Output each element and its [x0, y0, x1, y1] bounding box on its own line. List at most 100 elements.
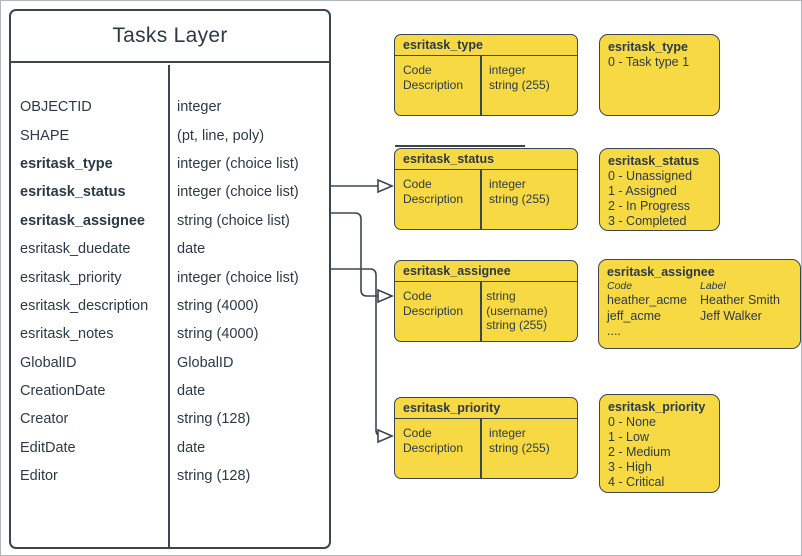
field-type: string (128) — [177, 468, 251, 485]
field-row-editor: Editor string (128) — [11, 462, 329, 490]
er-table-esritask-assignee: esritask_assignee Code Description strin… — [394, 260, 578, 342]
field-name: EditDate — [20, 439, 76, 456]
er-column-divider — [480, 56, 482, 115]
code-list-entry: heather_acme Heather Smith — [607, 293, 780, 307]
code-list-title: esritask_status — [608, 154, 700, 168]
field-row-objectid: OBJECTID integer — [11, 93, 329, 121]
er-key: Description — [403, 77, 464, 92]
field-row-esritask-description: esritask_description string (4000) — [11, 292, 329, 320]
field-name: GlobalID — [20, 354, 77, 371]
er-value: string (255) — [489, 440, 550, 455]
code-list-esritask-assignee: esritask_assignee Code Label heather_acm… — [598, 259, 801, 349]
code-list-line: 0 - Task type 1 — [608, 55, 690, 69]
code-list-line: 0 - Unassigned — [608, 169, 693, 183]
er-table-esritask-status: esritask_status Code Description integer… — [394, 148, 578, 230]
tasks-layer-title: Tasks Layer — [11, 11, 329, 63]
code-list-line: 2 - In Progress — [608, 199, 690, 213]
field-type: string (choice list) — [177, 212, 290, 229]
code-list-entry: jeff_acme Jeff Walker — [607, 308, 762, 323]
er-key: Code — [403, 289, 432, 303]
field-row-esritask-duedate: esritask_duedate date — [11, 235, 329, 263]
field-name: CreationDate — [20, 383, 106, 400]
er-column-divider — [480, 170, 482, 229]
code-column-header: Code — [607, 280, 633, 292]
field-type: integer — [177, 99, 222, 116]
er-key: Code — [403, 63, 432, 77]
field-row-esritask-priority: esritask_priority integer (choice list) — [11, 263, 329, 291]
field-name: esritask_priority — [20, 269, 122, 286]
field-type: GlobalID — [177, 354, 234, 371]
field-name: Editor — [20, 468, 58, 485]
er-value: string (255) — [489, 191, 550, 206]
code-list-esritask-type: esritask_type 0 - Task type 1 — [599, 34, 720, 116]
code-list-ellipsis: .... — [607, 324, 621, 338]
field-row-shape: SHAPE (pt, line, poly) — [11, 121, 329, 149]
field-row-esritask-status: esritask_status integer (choice list) — [11, 178, 329, 206]
field-name: esritask_notes — [20, 326, 114, 343]
connector-assignee — [331, 212, 379, 297]
open-arrowhead-assignee — [377, 288, 395, 304]
er-value: integer — [489, 177, 526, 191]
open-arrowhead-priority — [377, 428, 395, 444]
connector-priority — [331, 268, 383, 437]
field-name: esritask_status — [20, 184, 126, 201]
field-type: string (4000) — [177, 326, 259, 343]
code-list-esritask-status: esritask_status 0 - Unassigned 1 - Assig… — [599, 148, 720, 231]
tasks-layer-table: Tasks Layer OBJECTID integer SHAPE (pt, … — [9, 9, 331, 549]
field-type: integer (choice list) — [177, 269, 299, 286]
er-table-title: esritask_type — [395, 35, 577, 56]
field-name: esritask_description — [20, 297, 149, 314]
code-list-line: 4 - Critical — [608, 475, 665, 489]
code-list-title: esritask_assignee — [607, 265, 715, 279]
er-column-divider — [480, 419, 482, 478]
field-row-esritask-type: esritask_type integer (choice list) — [11, 150, 329, 178]
field-type: date — [177, 383, 206, 400]
er-key: Description — [403, 440, 464, 455]
code-list-line: 1 - Low — [608, 430, 649, 444]
code-list-line: 0 - None — [608, 415, 656, 429]
field-type: integer (choice list) — [177, 184, 299, 201]
label-column-header: Label — [700, 280, 726, 292]
field-name: esritask_assignee — [20, 212, 145, 229]
er-table-esritask-priority: esritask_priority Code Description integ… — [394, 397, 578, 479]
er-key: Description — [403, 191, 464, 206]
field-row-editdate: EditDate date — [11, 434, 329, 462]
er-table-title: esritask_priority — [395, 398, 577, 419]
field-type: date — [177, 241, 206, 258]
open-arrowhead-status — [377, 178, 395, 194]
code-list-line: 3 - Completed — [608, 214, 687, 228]
field-type: integer (choice list) — [177, 155, 299, 172]
er-table-title: esritask_assignee — [395, 261, 577, 282]
field-type: string (4000) — [177, 297, 259, 314]
code-list-line: 3 - High — [608, 460, 652, 474]
er-table-title: esritask_status — [395, 149, 577, 170]
er-key: Code — [403, 426, 432, 440]
tasks-layer-fields: OBJECTID integer SHAPE (pt, line, poly) … — [11, 65, 329, 547]
code-list-title: esritask_type — [608, 40, 688, 54]
column-divider — [168, 65, 170, 547]
field-row-globalid: GlobalID GlobalID — [11, 349, 329, 377]
field-name: Creator — [20, 411, 69, 428]
field-name: esritask_duedate — [20, 241, 131, 258]
field-row-esritask-notes: esritask_notes string (4000) — [11, 320, 329, 348]
field-name: esritask_type — [20, 155, 113, 172]
er-value: string (255) — [486, 318, 547, 332]
er-value: string (255) — [489, 77, 550, 92]
er-key: Code — [403, 177, 432, 191]
field-row-esritask-assignee: esritask_assignee string (choice list) — [11, 207, 329, 235]
code-list-esritask-priority: esritask_priority 0 - None 1 - Low 2 - M… — [599, 394, 720, 493]
code-list-title: esritask_priority — [608, 400, 706, 414]
field-type: (pt, line, poly) — [177, 127, 265, 144]
code-list-line: 2 - Medium — [608, 445, 671, 459]
er-key: Description — [403, 303, 464, 318]
field-name: OBJECTID — [20, 99, 92, 116]
field-row-creator: Creator string (128) — [11, 405, 329, 433]
field-type: string (128) — [177, 411, 251, 428]
er-table-esritask-type: esritask_type Code Description integer s… — [394, 34, 578, 116]
field-row-creationdate: CreationDate date — [11, 377, 329, 405]
field-type: date — [177, 439, 206, 456]
er-column-divider — [480, 282, 482, 341]
code-list-line: 1 - Assigned — [608, 184, 677, 198]
er-value: integer — [489, 426, 526, 440]
